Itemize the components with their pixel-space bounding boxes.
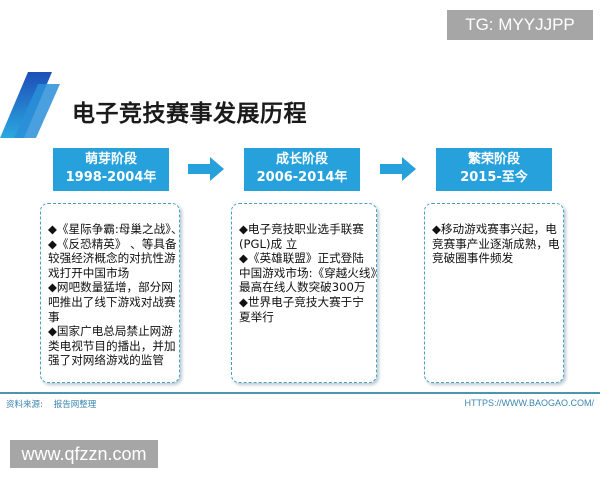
stage-name: 成长阶段 [275, 152, 328, 167]
bullet-item: ◆《星际争霸:母巢之战》、 ◆《反恐精英》 、等具备 较强经济概念的对抗性游 戏… [48, 222, 183, 280]
bullet-item: ◆世界电子竞技大赛于宁 夏举行 [239, 294, 364, 324]
source-value: 报告网整理 [53, 400, 97, 410]
footer-source: 资料来源: 报告网整理 [6, 398, 96, 410]
stage-period: 1998-2004年 [65, 170, 157, 185]
watermark-bottom: www.qfzzn.com [10, 440, 158, 468]
logo-slash-icon [0, 72, 60, 138]
footer-url: HTTPS://WWW.BAOGAO.COM/ [464, 398, 595, 408]
arrow-right-icon [188, 157, 224, 181]
stage-period: 2006-2014年 [256, 170, 348, 185]
bullet-item: ◆电子竞技职业选手联赛 (PGL)成 立 [239, 222, 364, 251]
footer-divider [0, 392, 600, 394]
stage-detail-box-3: ◆移动游戏赛事兴起，电 竞赛事产业逐渐成熟，电 竞破圈事件频发 [424, 203, 564, 383]
watermark-top: TG: MYYJJPP [447, 10, 593, 40]
stage-name: 萌芽阶段 [84, 152, 137, 167]
stage-header-2: 成长阶段 2006-2014年 [244, 148, 360, 191]
stage-detail-box-1: ◆《星际争霸:母巢之战》、 ◆《反恐精英》 、等具备 较强经济概念的对抗性游 戏… [40, 203, 183, 383]
bullet-item: ◆网吧数量猛增，部分网 吧推出了线下游戏对战赛 事 [48, 280, 176, 324]
bullet-item: ◆移动游戏赛事兴起，电 竞赛事产业逐渐成熟，电 竞破圈事件频发 [432, 222, 560, 266]
source-label: 资料来源: [6, 400, 43, 410]
page-title: 电子竞技赛事发展历程 [72, 101, 307, 127]
bullet-item: ◆国家广电总局禁止网游 类电视节目的播出，并加 强了对网络游戏的监管 [48, 324, 176, 368]
stage-period: 2015-至今 [460, 170, 528, 185]
stage-detail-box-2: ◆电子竞技职业选手联赛 (PGL)成 立 ◆《英雄联盟》正式登陆 中国游戏市场:… [231, 203, 383, 383]
stage-name: 繁荣阶段 [467, 152, 520, 167]
stage-header-1: 萌芽阶段 1998-2004年 [53, 148, 169, 191]
arrow-right-icon [380, 157, 416, 181]
bullet-item: ◆《英雄联盟》正式登陆 中国游戏市场:《穿越火线》 最高在线人数突破300万 [239, 251, 383, 295]
stage-header-3: 繁荣阶段 2015-至今 [436, 148, 552, 191]
